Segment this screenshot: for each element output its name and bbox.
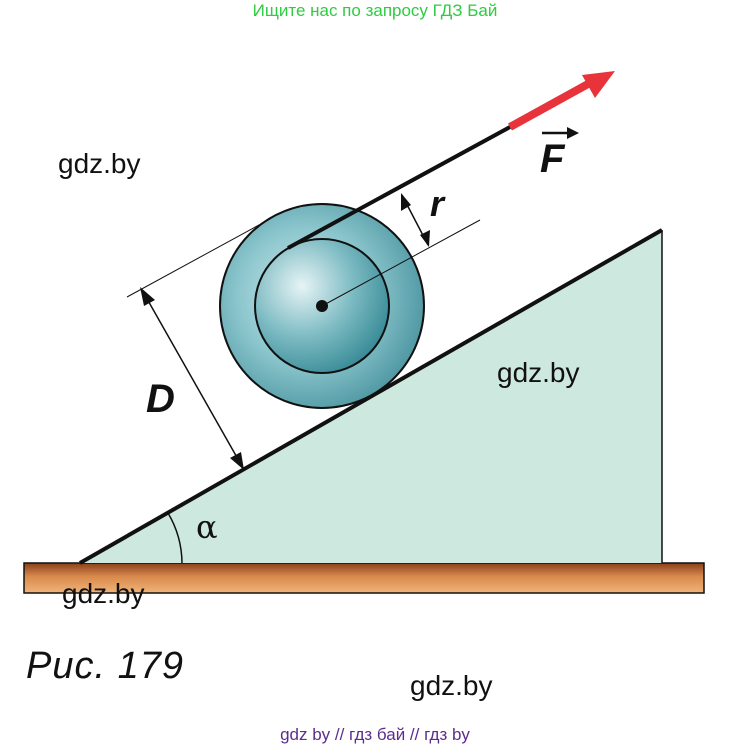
radius-arrowhead-top: [401, 193, 411, 211]
angle-arc: [167, 512, 183, 564]
diameter-label: D: [146, 377, 175, 421]
angle-label: α: [196, 508, 218, 546]
force-label: F: [540, 137, 566, 181]
radius-line: [321, 219, 481, 307]
diameter-arrowhead-bottom: [230, 452, 244, 470]
figure-caption: Рис. 179: [26, 645, 184, 687]
radius-arrowhead-bottom: [420, 230, 430, 247]
footer-links: gdz by // гдз бай // гдз by: [280, 725, 470, 744]
top-banner: Ищите нас по запросу ГДЗ Бай: [252, 1, 498, 20]
watermark: gdz.by: [410, 670, 493, 701]
force-arrow-shaft: [508, 80, 590, 131]
diameter-arrowhead-top: [140, 287, 155, 306]
radius-label: r: [430, 183, 446, 224]
diameter-dimension-line: [141, 289, 244, 469]
diameter-extension-top: [126, 218, 271, 298]
wheel-center-dot: [316, 300, 328, 312]
watermark: gdz.by: [58, 148, 141, 179]
watermark: gdz.by: [497, 357, 580, 388]
force-arrow-head: [582, 71, 615, 98]
string: [287, 125, 511, 250]
force-vector-bar-head: [567, 127, 579, 139]
watermark: gdz.by: [62, 578, 145, 609]
